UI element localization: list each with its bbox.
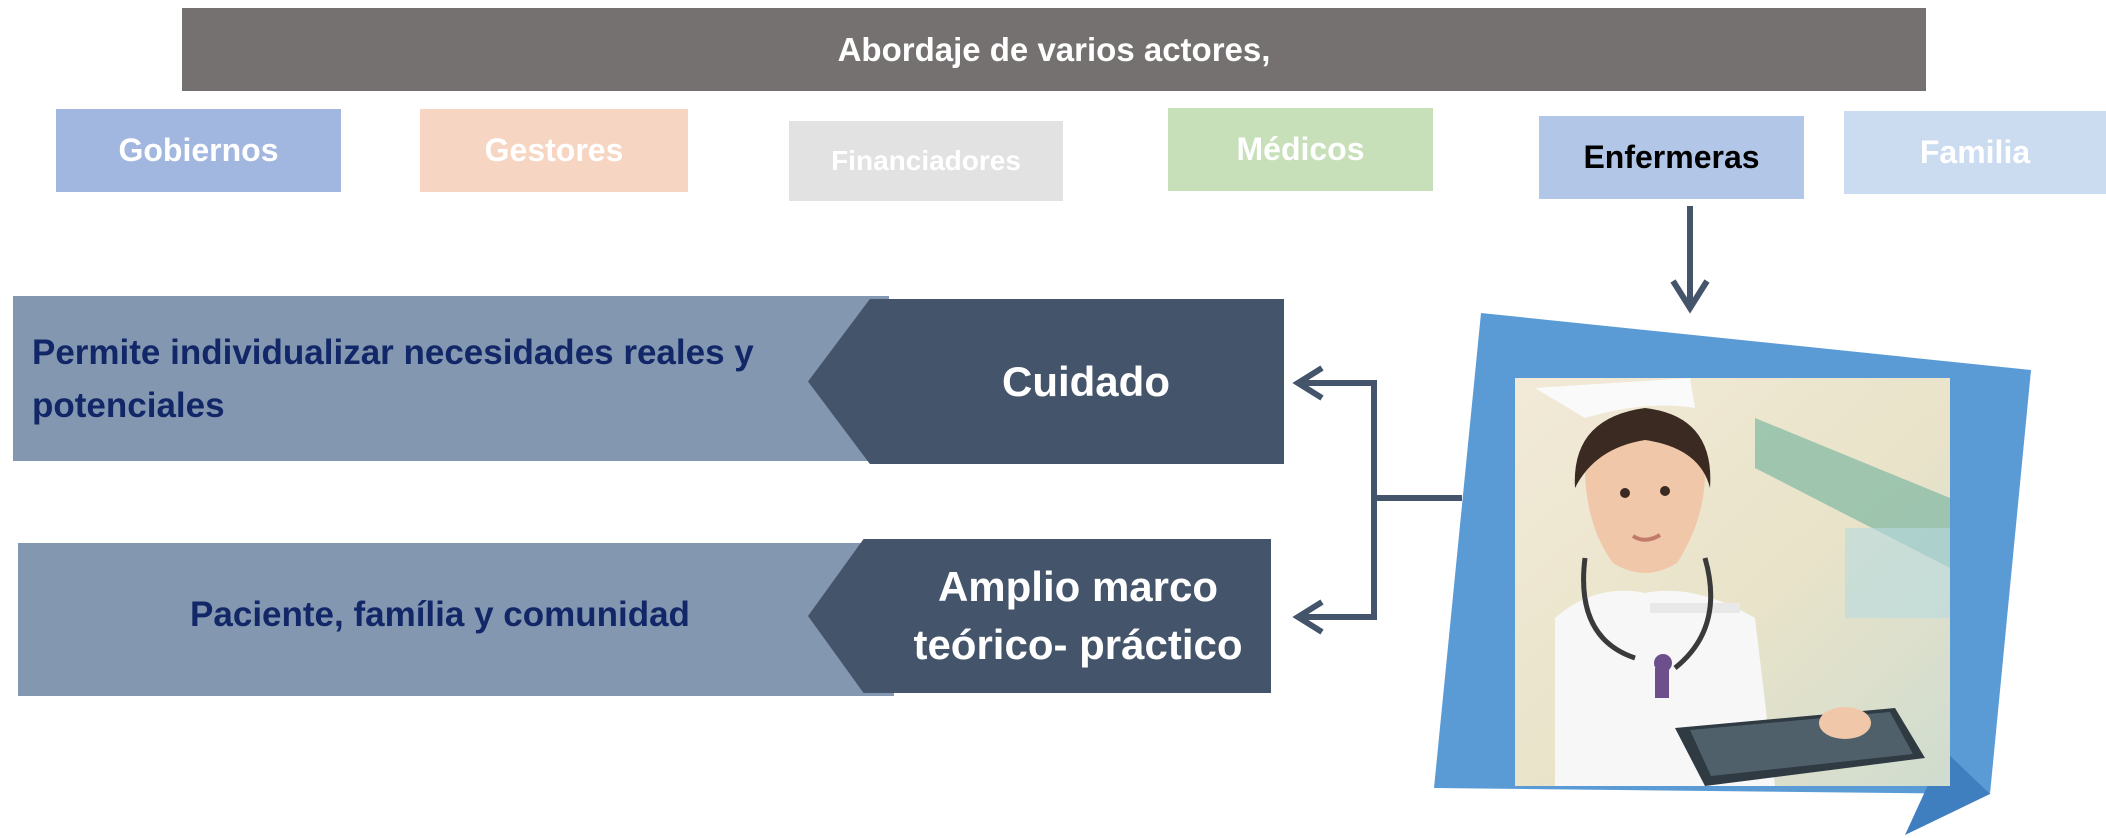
nurse-photo <box>1515 378 1950 786</box>
arrow-left-icon-bottom <box>1292 599 1324 635</box>
chevron-marco <box>808 539 1271 693</box>
concept-label-1: Cuidado <box>1002 357 1170 405</box>
actor-label-gestores: Gestores <box>484 132 624 168</box>
description-text-2: Paciente, família y comunidad <box>190 595 690 634</box>
actor-label-enfermeras: Enfermeras <box>1583 139 1760 175</box>
actor-label-familia: Familia <box>1919 134 2031 170</box>
actor-label-gobiernos: Gobiernos <box>118 132 279 168</box>
description-text-1: Permite individualizar necesidades reale… <box>32 333 754 425</box>
actor-box-gestores: Gestores <box>420 109 688 192</box>
arrow-down-icon <box>1670 279 1710 314</box>
description-box-2 <box>18 543 894 696</box>
title-banner: Abordaje de varios actores, <box>182 8 1926 91</box>
actor-box-gobiernos: Gobiernos <box>56 109 341 192</box>
banner-title: Abordaje de varios actores, <box>837 30 1271 68</box>
actor-label-financiadores: Financiadores <box>831 145 1021 176</box>
actor-box-familia: Familia <box>1844 111 2106 194</box>
concept-label-2: Amplio marco teórico- práctico <box>913 563 1243 668</box>
photo-frame-fold <box>1905 750 1990 835</box>
connector-bracket <box>1298 380 1377 620</box>
concept-marco: Amplio marco teórico- práctico <box>902 539 1254 693</box>
chevron-cuidado <box>808 299 1284 464</box>
concept-cuidado: Cuidado <box>918 299 1254 464</box>
actor-box-financiadores: Financiadores <box>789 121 1063 201</box>
arrow-left-icon-top <box>1292 365 1324 401</box>
description-box-1 <box>13 296 889 461</box>
actor-box-enfermeras: Enfermeras <box>1539 116 1804 199</box>
actor-box-medicos: Médicos <box>1168 108 1433 191</box>
nurse-illustration <box>1515 378 1950 786</box>
actor-label-medicos: Médicos <box>1236 131 1365 167</box>
